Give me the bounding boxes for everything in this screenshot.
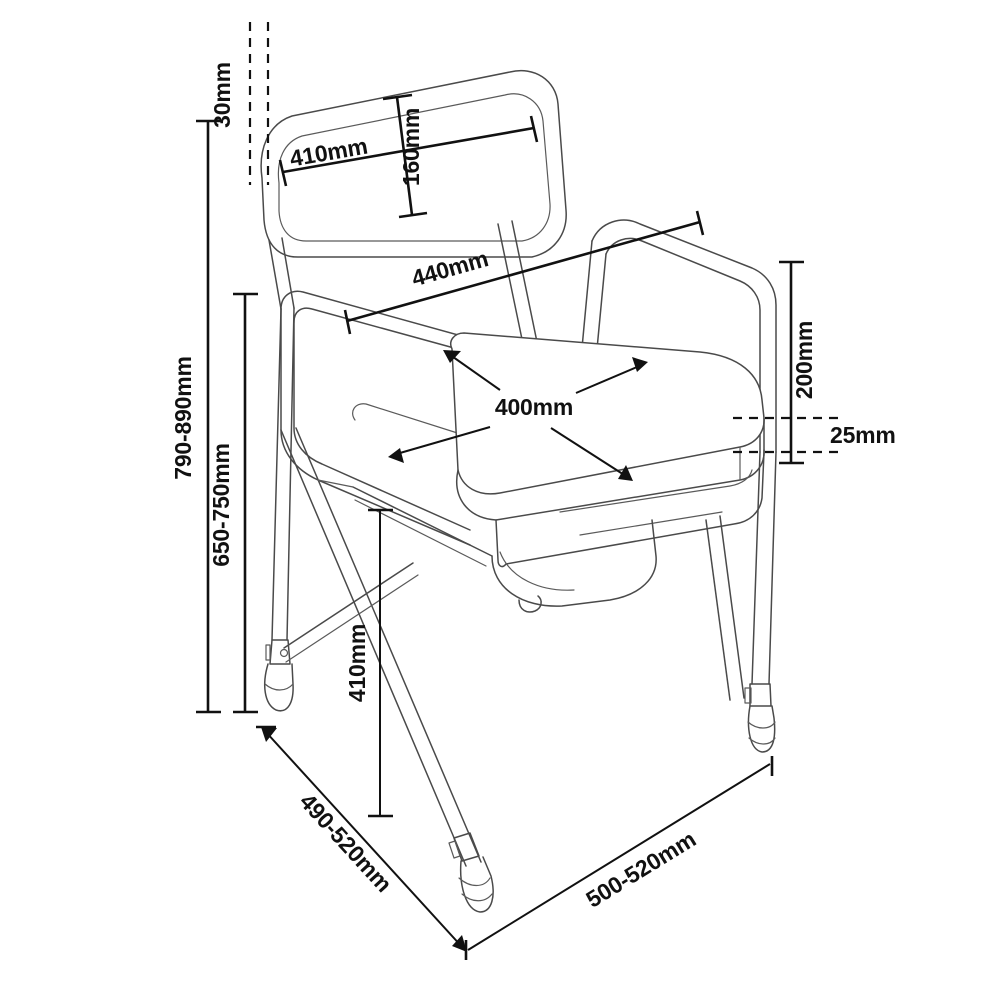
dim-410s-label: 410mm [344,624,370,702]
seat-skirt-detail-2 [579,511,723,536]
commode-pan [491,519,657,607]
dim-490520-line [264,730,464,949]
leg-front-left-foot [459,856,494,913]
dimension-width-500-520mm: 500-520mm [467,756,774,951]
leg-back-left-clamp [265,644,271,661]
commode-pan-handle [518,595,542,613]
armrest-right-support-b [596,253,607,350]
dim-400-arrowline-ul [445,351,501,391]
dim-790890-label: 790-890mm [170,356,196,480]
dim-410b-line [282,126,535,174]
dim-400-arrowhead-ul [443,350,461,363]
leg-back-left-collar [269,639,291,665]
dim-25-label: 25mm [830,422,896,448]
chair-line-art [260,69,777,913]
leg-front-left [280,429,467,867]
dimension-seat-width-400mm: 400mm [388,350,648,481]
leg-back-left-b [286,307,295,641]
dimension-depth-490-520mm: 490-520mm [256,725,468,960]
dim-440-line [346,220,701,323]
leg-back-left [271,308,282,641]
dim-410b-tick-left [278,159,288,187]
dim-400-arrowhead-lr [618,465,633,481]
armrest-right-inner [605,237,761,453]
dim-400-arrowhead-ll [388,448,404,463]
backrest-inner [277,93,551,242]
backrest-post-left-b [281,237,295,309]
leg-back-right-foot-ring [747,721,776,729]
leg-back-left-pin [279,648,289,658]
dim-490520-arrowhead-start [261,727,277,742]
leg-back-right-foot-ring2 [748,737,776,745]
dim-160-tick-top [382,93,413,101]
backrest-post-right-b [511,220,538,343]
armrest-right-outer [591,219,777,453]
leg-front-right-b [719,515,745,699]
armrest-left-outer [280,290,506,349]
leg-back-right [751,451,761,685]
dim-160-line [395,96,414,216]
backrest-post-left [268,239,282,310]
cross-brace-left-b [285,574,419,663]
armrest-left-pad [352,403,471,438]
seat-top [450,332,765,495]
backrest-post-right [497,223,524,345]
cross-brace-left [283,562,414,649]
backrest-outer [260,69,567,258]
dimension-armrest-height-200mm: 200mm [779,260,817,465]
leg-back-left-foot [263,663,294,712]
armrest-left-front-rail-b [293,321,471,531]
dim-400-label: 400mm [495,394,573,420]
leg-back-right-foot [747,705,776,753]
seat-frame-rail-left [317,479,354,488]
dim-490520-arrowhead-end [452,935,467,952]
dimension-back-height-650-750mm: 650-750mm [208,292,258,714]
dimension-seat-thickness-25mm: 25mm [733,416,896,454]
dimension-total-height-790-890mm: 790-890mm [170,119,221,714]
dim-400-arrowline-ll [392,426,491,456]
dimension-seat-height-410mm: 410mm [344,508,393,818]
dim-650750-label: 650-750mm [208,443,234,567]
leg-back-right-collar [749,683,772,707]
leg-front-left-b [295,427,482,863]
dim-200-label: 200mm [791,321,817,399]
dim-500520-line [467,763,771,951]
seat-skirt-front [495,519,507,568]
dim-440-tick-right [695,210,705,236]
seat-skirt-right [505,451,765,565]
dim-160-tick-bottom [398,211,428,219]
leg-back-right-b [768,451,777,685]
leg-back-left-foot-ring [264,683,294,691]
dim-400-arrowhead-ur [632,357,648,372]
leg-back-right-clamp [744,687,752,704]
dim-400-arrowline-ur [575,363,645,394]
dim-490520-label: 490-520mm [295,788,397,897]
dimension-gap-30mm: 30mm [209,22,270,185]
gap-30-label: 30mm [209,62,235,128]
leg-front-left-foot-ring [458,877,491,887]
seat-skirt-detail [559,469,753,513]
leg-front-left-foot-ring2 [461,893,493,902]
dim-400-arrowline-lr [550,427,630,479]
leg-front-left-clamp [448,840,461,859]
leg-front-right [705,519,731,701]
underseat-bracket-left [352,486,493,557]
dim-440-tick-left [343,309,352,335]
commode-pan-lip [499,551,575,591]
dim-410b-tick-right [529,115,539,143]
armrest-right-support [581,240,593,349]
